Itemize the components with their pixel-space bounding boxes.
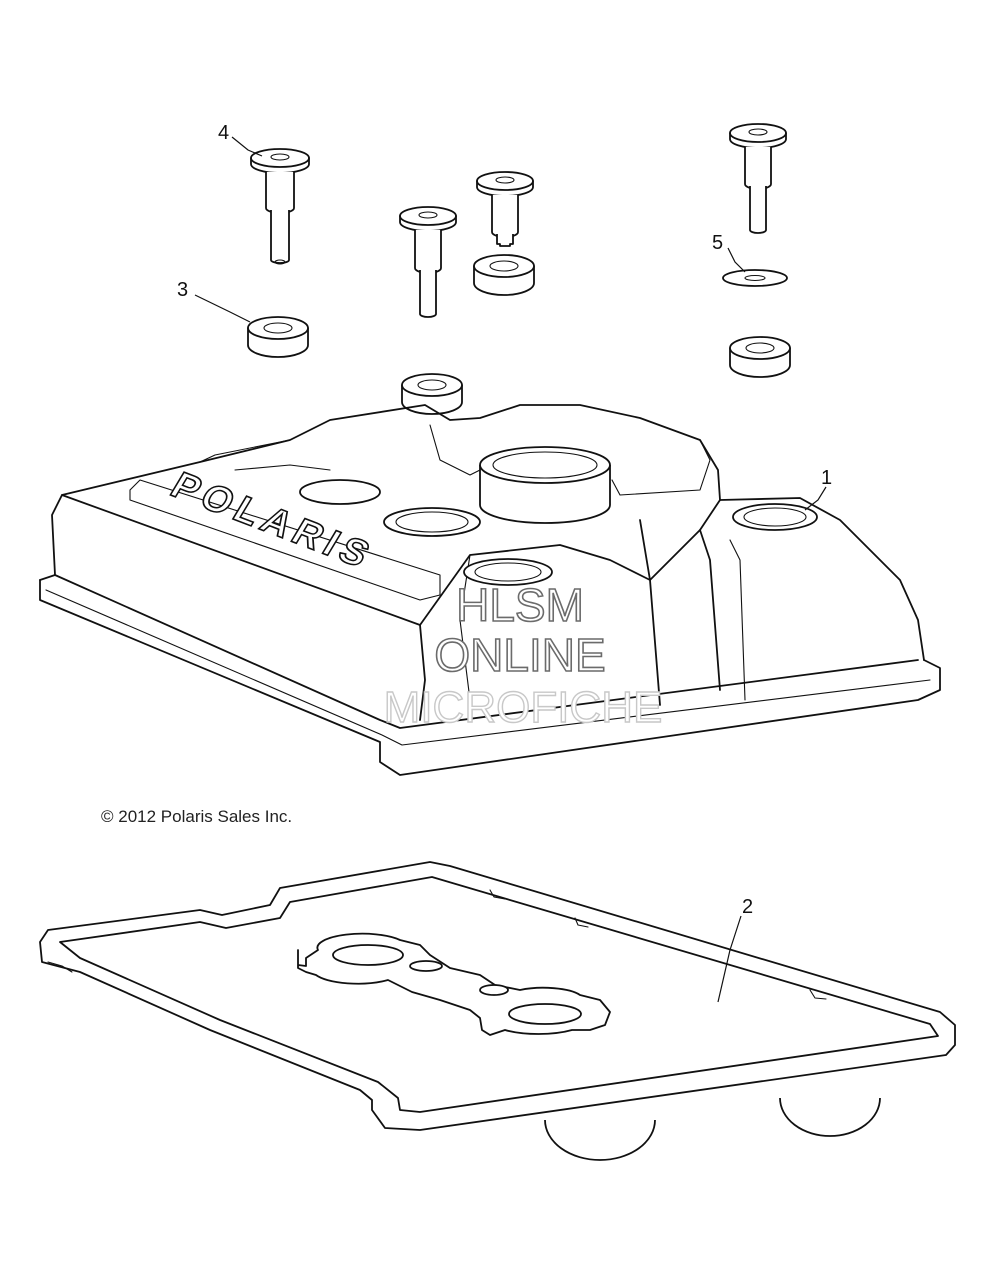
bolt-center-left (399, 206, 457, 318)
bolt-center-right (476, 171, 534, 247)
callout-5: 5 (712, 232, 723, 254)
grommet-d (729, 336, 791, 378)
bolt-right (729, 123, 787, 234)
washer-5 (722, 269, 788, 287)
grommet-b (473, 254, 535, 296)
leader-3 (194, 294, 251, 323)
callout-3: 3 (177, 279, 188, 301)
bolt-4 (250, 148, 310, 265)
leader-4 (231, 136, 263, 157)
leader-1 (804, 486, 827, 511)
leader-2 (717, 915, 742, 1003)
callout-2: 2 (742, 896, 753, 918)
watermark-line-2: ONLINE (434, 629, 605, 681)
gasket-2 (39, 861, 956, 1161)
leader-5 (727, 247, 746, 273)
watermark-line-1: HLSM (456, 579, 584, 631)
callout-4: 4 (218, 122, 229, 144)
watermark-line-3: MICROFICHE (384, 683, 663, 732)
copyright-text: © 2012 Polaris Sales Inc. (101, 807, 292, 826)
grommet-3 (247, 316, 309, 358)
callout-1: 1 (821, 467, 832, 489)
watermark: HLSM ONLINE MICROFICHE (383, 578, 663, 733)
